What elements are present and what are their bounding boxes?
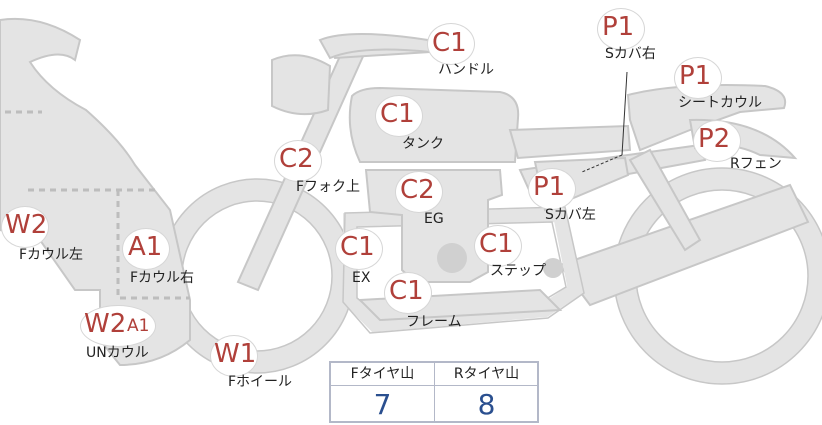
label-step: ステップ [490, 263, 546, 279]
code-step: C1 [479, 229, 514, 259]
code-seat-cowl: P1 [679, 61, 712, 91]
rear-tire-value: 8 [477, 388, 496, 421]
label-seat-cover-right: Sカバ右 [605, 46, 656, 62]
label-seat-cover-left: Sカバ左 [545, 207, 596, 223]
front-tire-header: Fタイヤ山 [350, 366, 415, 382]
code-tank: C1 [380, 99, 415, 129]
label-engine: EG [424, 211, 444, 227]
rear-tire-header: Rタイヤ山 [453, 366, 520, 382]
label-rear-fender: Rフェン [730, 156, 782, 172]
code-seat-cover-right: P1 [602, 12, 635, 42]
code-seat-cover-left: P1 [533, 172, 566, 202]
code-under-cowl: W2 [84, 309, 127, 339]
label-frame: フレーム [406, 314, 462, 330]
seat-cowl [626, 84, 787, 152]
seat [508, 124, 632, 160]
label-tank: タンク [402, 136, 444, 152]
code-exhaust: C1 [340, 232, 375, 262]
front-cowl [0, 17, 191, 367]
front-tire-value: 7 [373, 388, 392, 421]
code-frame: C1 [389, 276, 424, 306]
headlight [271, 54, 332, 116]
label-front-wheel: Fホイール [228, 374, 293, 390]
label-cowl-right: Fカウル右 [130, 270, 195, 286]
code-front-wheel: W1 [214, 339, 257, 369]
label-cowl-left: Fカウル左 [19, 247, 84, 263]
code-cowl-left: W2 [5, 210, 48, 240]
code-front-fork: C2 [279, 144, 314, 174]
label-exhaust: EX [352, 270, 371, 286]
label-front-fork: Fフォク上 [296, 179, 361, 195]
code-handle: C1 [432, 28, 467, 58]
tire-tread-table: Fタイヤ山 Rタイヤ山 7 8 [329, 361, 539, 423]
table-divider-vertical [434, 363, 435, 421]
code-cowl-right: A1 [128, 232, 163, 262]
label-handle: ハンドル [438, 62, 494, 78]
label-seat-cowl: シートカウル [678, 95, 762, 111]
code-engine: C2 [400, 175, 435, 205]
label-under-cowl: UNカウル [86, 345, 149, 361]
code2-under-cowl: A1 [127, 316, 150, 336]
code-rear-fender: P2 [698, 124, 731, 154]
